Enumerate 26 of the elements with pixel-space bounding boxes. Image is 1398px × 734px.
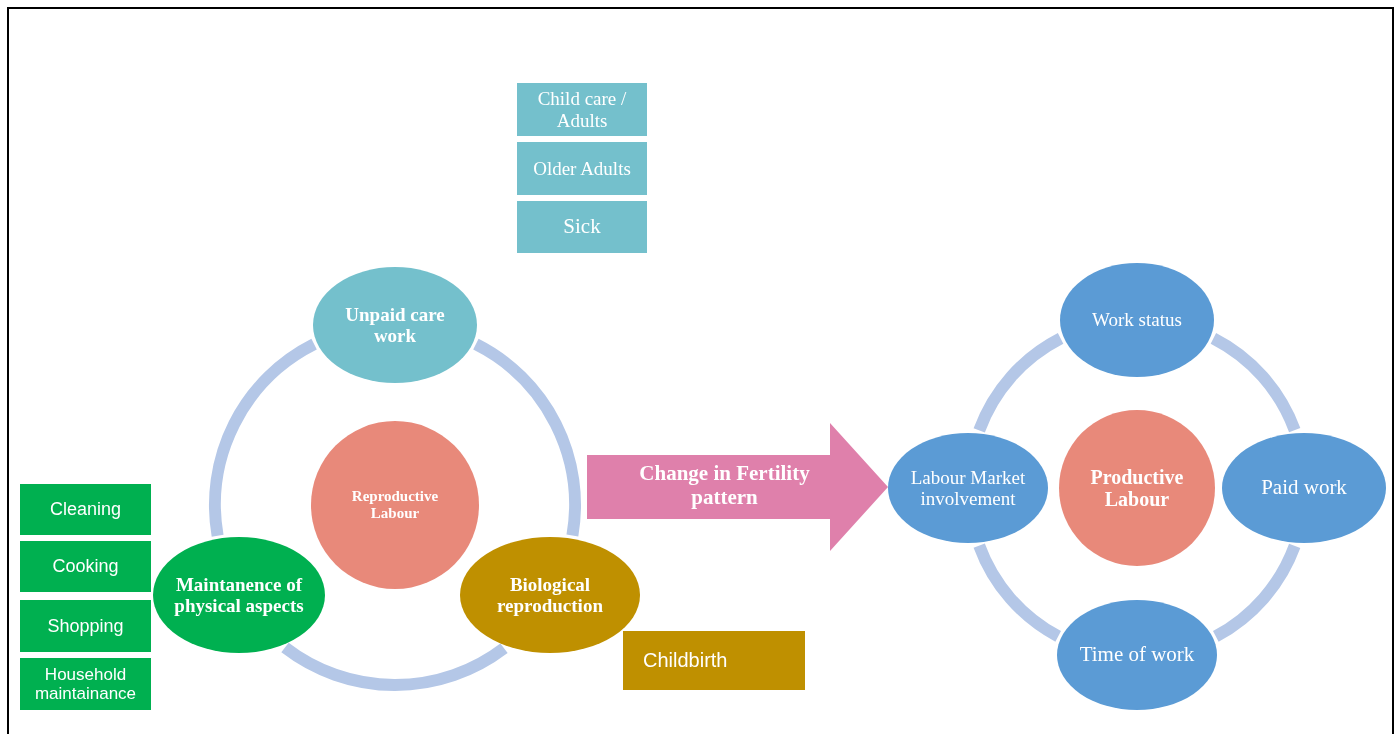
list-box: Sick	[517, 201, 647, 253]
connector-arc	[1210, 333, 1301, 433]
ellipse-node: Biological reproduction	[460, 537, 640, 653]
ellipse-node: Paid work	[1222, 433, 1386, 543]
center-circle: Productive Labour	[1059, 410, 1215, 566]
connector-arc	[209, 339, 318, 537]
list-box: Household maintainance	[20, 658, 151, 710]
connector-arc	[1212, 543, 1301, 642]
ellipse-node: Maintanence of physical aspects	[153, 537, 325, 653]
connector-arc	[973, 543, 1062, 642]
list-box: Cleaning	[20, 484, 151, 535]
ellipse-node: Time of work	[1057, 600, 1217, 710]
center-circle: Reproductive Labour	[311, 421, 479, 589]
list-box: Child care / Adults	[517, 83, 647, 136]
edge-label: Change in Fertility pattern	[638, 461, 811, 510]
connector-arc	[973, 333, 1064, 433]
list-box: Cooking	[20, 541, 151, 592]
list-box: Childbirth	[623, 631, 805, 690]
list-box: Older Adults	[517, 142, 647, 195]
ellipse-node: Unpaid care work	[313, 267, 477, 383]
list-box: Shopping	[20, 600, 151, 652]
block-arrow	[587, 423, 888, 551]
ellipse-node: Work status	[1060, 263, 1214, 377]
connector-arc	[472, 339, 581, 537]
connector-arc	[281, 642, 508, 691]
ellipse-node: Labour Market involvement	[888, 433, 1048, 543]
